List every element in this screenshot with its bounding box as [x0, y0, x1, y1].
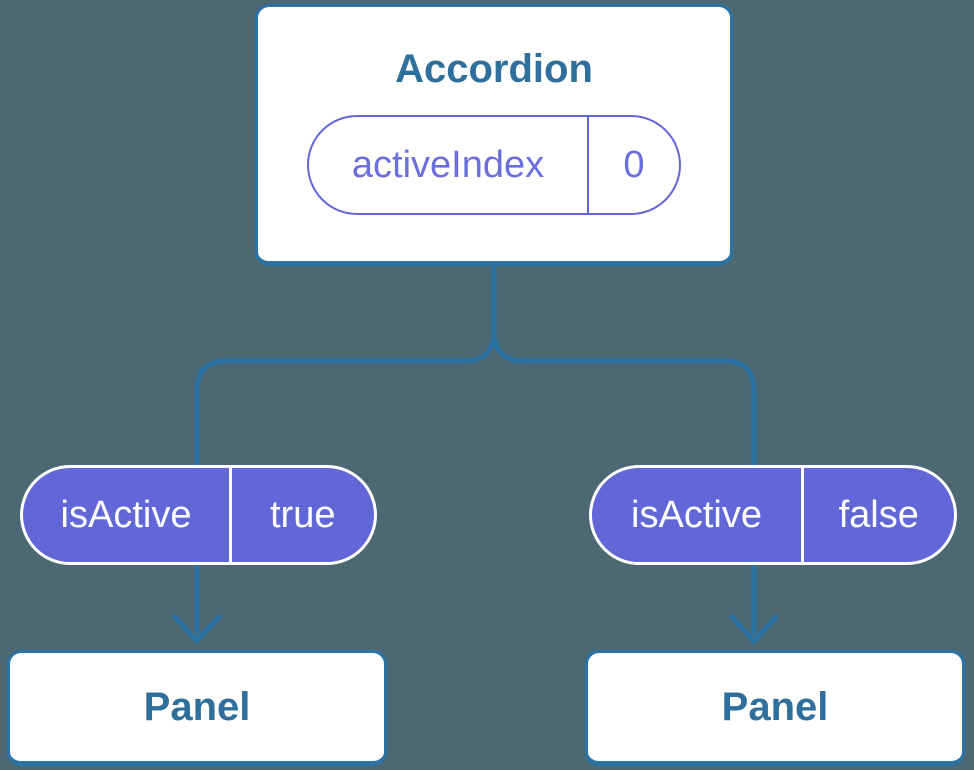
pill-divider: [587, 117, 589, 213]
panel-component-box-right: Panel: [585, 650, 965, 766]
panel-title: Panel: [721, 684, 829, 729]
arrowhead-left-icon: [172, 614, 222, 644]
prop-pill-value: false: [838, 493, 919, 536]
panel-title: Panel: [143, 684, 251, 729]
pill-divider: [801, 468, 804, 562]
state-pill: activeIndex 0: [307, 115, 681, 215]
state-pill-label: activeIndex: [351, 143, 545, 186]
connector-left-branch: [194, 260, 497, 635]
panel-component-box-left: Panel: [7, 650, 387, 766]
arrowhead-right-icon: [729, 614, 779, 644]
accordion-component-box: Accordion activeIndex 0: [255, 4, 733, 266]
pill-divider: [229, 468, 232, 562]
component-title: Accordion: [395, 47, 593, 91]
prop-pill-label: isActive: [631, 493, 762, 536]
prop-pill-value: true: [270, 493, 336, 536]
state-pill-value: 0: [623, 143, 645, 186]
prop-pill-is-active-false: isActive false: [589, 465, 957, 565]
prop-pill-is-active-true: isActive true: [20, 465, 377, 565]
connector-right-branch: [491, 328, 757, 635]
prop-pill-label: isActive: [60, 493, 192, 536]
